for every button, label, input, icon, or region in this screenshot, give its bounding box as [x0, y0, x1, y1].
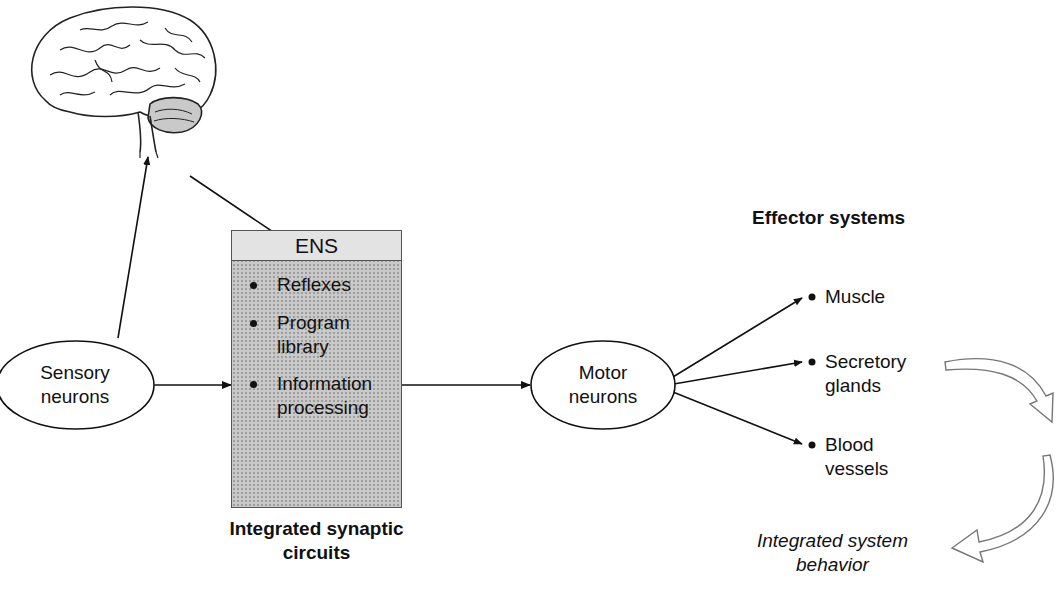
bullet-item: Reflexes [277, 273, 389, 297]
box-body: ReflexesProgram libraryInformation proce… [232, 261, 401, 448]
bullet [809, 442, 816, 449]
caption-label: Integrated synaptic circuits [221, 517, 412, 565]
neuron-ellipse: Sensory neurons [0, 340, 155, 430]
ens-box: ENSReflexesProgram libraryInformation pr… [231, 230, 402, 508]
effector-label: Muscle [825, 285, 935, 309]
ellipse-outline [530, 340, 676, 430]
bullet-item: Information processing [277, 372, 389, 420]
curved-arrow [945, 359, 1053, 562]
connector-arrow [402, 384, 530, 386]
brain-illustration [32, 7, 216, 158]
effector-label: Secretory glands [825, 350, 925, 398]
neuron-ellipse: Motor neurons [530, 340, 676, 430]
heading-label: Effector systems [752, 206, 952, 230]
effector-arrow [668, 298, 802, 380]
connector-arrow [155, 384, 232, 386]
node-text: Sensory neurons [20, 361, 130, 409]
effector-arrow [668, 390, 802, 444]
arrow-to-brain [118, 157, 148, 338]
node-text: Motor neurons [553, 361, 653, 409]
effector-arrow [668, 362, 802, 385]
box-heading: ENS [232, 231, 401, 261]
output-label: Integrated system behavior [745, 529, 920, 577]
effector-label: Blood vessels [825, 433, 915, 481]
bullet [809, 294, 816, 301]
bullet [809, 359, 816, 366]
ellipse-outline [0, 340, 155, 430]
bullet-item: Program library [277, 311, 389, 359]
